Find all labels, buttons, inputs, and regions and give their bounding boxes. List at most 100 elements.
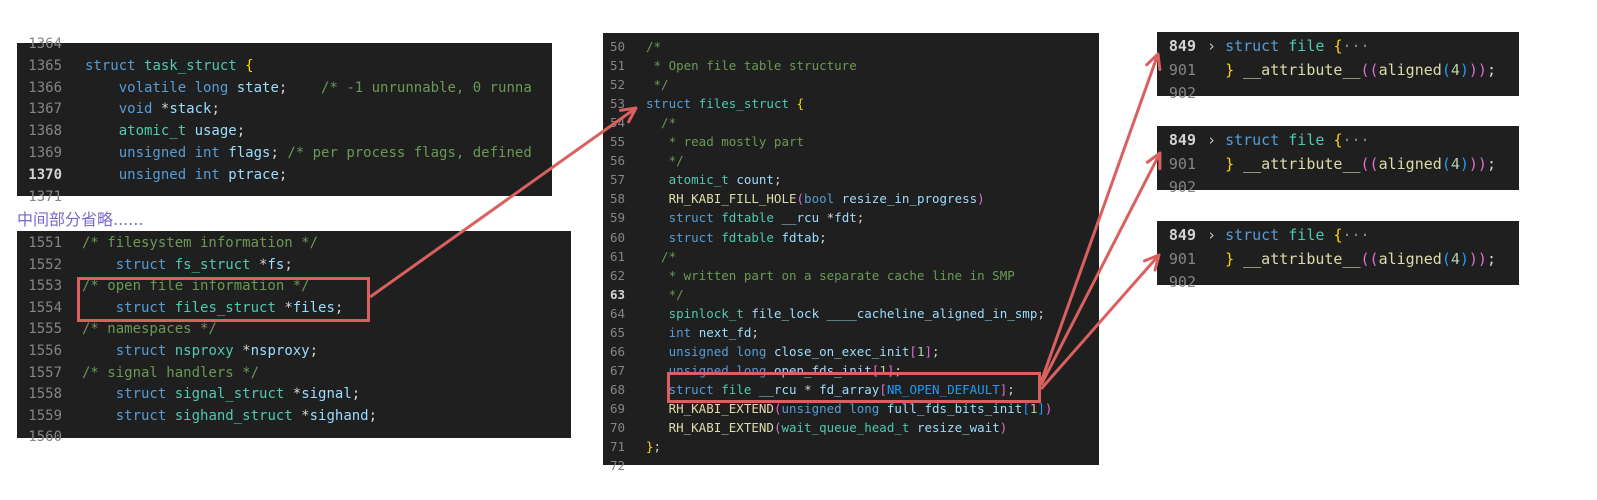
line-number: 52 — [609, 77, 625, 93]
code-text: int next_fd; — [646, 323, 759, 342]
code-token: › — [1207, 131, 1226, 149]
code-text: }; — [646, 437, 661, 456]
code-token: sighand_struct — [174, 407, 302, 424]
line-number: 902 — [1168, 273, 1196, 291]
code-token: ( — [796, 191, 805, 207]
line-number: 71 — [609, 439, 625, 455]
code-line: 1556 struct nsproxy *nsproxy; — [17, 341, 571, 363]
code-token: /* -1 unrunnable, 0 runna — [321, 79, 532, 96]
code-token: * written part on a separate cache line … — [646, 267, 1015, 283]
code-token: ) — [1459, 249, 1469, 268]
code-token: 4 — [1450, 249, 1460, 268]
code-line: 849› struct file {··· — [1157, 224, 1519, 248]
line-number: 66 — [609, 343, 625, 359]
code-token: NR_OPEN_DEFAULT — [886, 381, 1000, 397]
code-token: __rcu — [781, 210, 827, 226]
code-token: /* signal handlers */ — [82, 364, 260, 381]
code-token: files — [292, 299, 335, 316]
code-token: RH_KABI_FILL_HOLE — [668, 191, 797, 207]
code-token: } — [1225, 60, 1235, 79]
code-token: full_fds_bits_init — [886, 400, 1023, 416]
code-token: ( — [1441, 249, 1451, 268]
line-number: 60 — [609, 229, 625, 245]
line-number: 56 — [609, 153, 625, 169]
code-token: aligned — [1378, 60, 1442, 79]
code-token: (( — [1360, 154, 1379, 173]
code-token: ____cacheline_aligned_in_smp — [826, 305, 1038, 321]
code-token: __attribute__ — [1243, 154, 1361, 173]
files-pointer-highlight — [77, 277, 370, 322]
code-token: * — [160, 101, 170, 118]
code-text: › struct file {··· — [1207, 129, 1370, 153]
line-number: 902 — [1168, 84, 1196, 102]
code-token: int — [668, 324, 699, 340]
code-text: unsigned int ptrace; — [85, 165, 288, 187]
code-token: volatile — [118, 79, 195, 96]
code-token — [82, 408, 116, 424]
code-token: ; — [1486, 154, 1496, 173]
code-token: /* — [646, 115, 677, 131]
code-token: * — [301, 407, 310, 424]
code-token — [646, 344, 669, 359]
code-token: void — [118, 101, 161, 118]
code-text: } __attribute__((aligned(4))); — [1207, 248, 1496, 272]
code-token: ) — [999, 420, 1008, 435]
code-token: resize_in_progress — [841, 191, 978, 207]
code-token — [85, 80, 119, 96]
code-token: { — [1333, 226, 1343, 244]
code-token: atomic_t — [668, 172, 737, 188]
code-token: struct — [668, 210, 722, 226]
code-token: ; — [284, 256, 293, 273]
code-token — [1207, 61, 1225, 79]
code-token: ] — [999, 381, 1008, 397]
line-number: 64 — [609, 305, 625, 321]
code-token: struct — [85, 57, 145, 74]
code-token: ; — [1037, 305, 1045, 321]
code-line: 1371 — [17, 187, 552, 209]
code-token: RH_KABI_EXTEND — [668, 400, 774, 416]
code-token: usage — [194, 123, 237, 140]
code-token: /* — [646, 39, 662, 54]
code-token: spinlock_t — [668, 305, 752, 321]
code-token: ( — [773, 420, 782, 435]
code-token: ) — [1459, 154, 1469, 173]
code-token: struct — [668, 381, 722, 397]
code-token: count — [736, 172, 774, 188]
code-token: struct — [646, 96, 699, 112]
line-number: 50 — [609, 39, 625, 54]
code-line: 1368 atomic_t usage; — [17, 121, 552, 143]
code-text: * written part on a separate cache line … — [646, 266, 1015, 285]
line-number: 65 — [609, 324, 625, 340]
code-text: /* open file information */ — [82, 276, 310, 298]
line-number: 1370 — [28, 166, 62, 183]
code-text: struct files_struct *files; — [82, 298, 344, 320]
code-text: */ — [646, 151, 684, 170]
code-token: ; — [270, 145, 288, 161]
code-token: ( — [1441, 60, 1451, 79]
line-number: 1371 — [28, 188, 62, 205]
file-struct-code-1: 849› struct file {···901 } __attribute__… — [1157, 32, 1519, 102]
code-token: struct — [1225, 37, 1289, 55]
line-number: 1553 — [28, 278, 62, 295]
code-token: ) — [1459, 60, 1469, 79]
code-token: close_on_exec_init — [773, 343, 910, 359]
code-token: nsproxy — [174, 343, 243, 359]
code-token: ; — [368, 407, 378, 424]
code-token — [646, 420, 669, 435]
code-token — [1234, 155, 1243, 173]
code-line: 56 */ — [603, 151, 1099, 170]
line-number: 68 — [609, 381, 625, 397]
code-text: unsigned long close_on_exec_init[1]; — [646, 342, 940, 361]
code-token: struct — [115, 343, 175, 359]
code-token: › — [1207, 226, 1226, 244]
code-token — [85, 123, 119, 139]
code-token: )) — [1468, 154, 1487, 173]
code-token: next_fd — [698, 324, 752, 340]
code-token: files_struct — [174, 299, 285, 316]
code-text: struct file __rcu * fd_array[NR_OPEN_DEF… — [646, 380, 1015, 399]
code-token: 4 — [1450, 154, 1460, 173]
code-token: */ — [646, 153, 684, 169]
code-token — [82, 343, 116, 359]
code-token: ] — [1037, 400, 1045, 416]
